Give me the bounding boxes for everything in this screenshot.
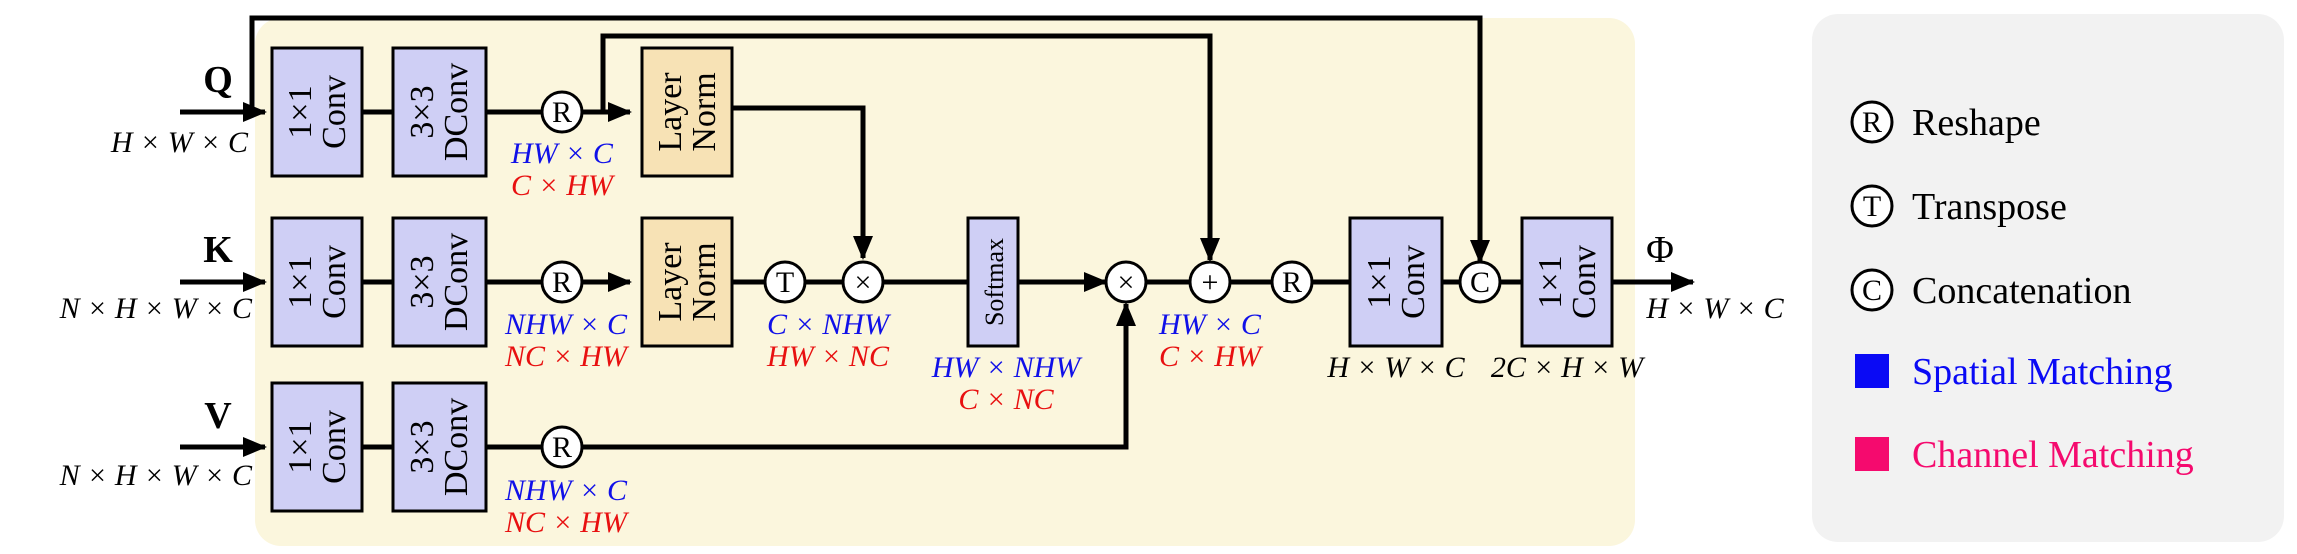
add-spatial-dim: HW × C	[1158, 308, 1262, 341]
qk-multiply-op: ×	[841, 260, 885, 304]
svg-text:3×3: 3×3	[404, 85, 441, 138]
svg-text:1×1: 1×1	[282, 420, 319, 473]
svg-text:C: C	[1862, 274, 1882, 307]
svg-text:Conv: Conv	[316, 245, 353, 319]
k-input-label: K	[203, 229, 233, 271]
svg-text:Channel Matching: Channel Matching	[1912, 434, 2194, 476]
output-dim: H × W × C	[1645, 292, 1784, 325]
svg-text:T: T	[1863, 190, 1881, 223]
svg-text:Conv: Conv	[316, 410, 353, 484]
svg-text:Concatenation: Concatenation	[1912, 270, 2131, 312]
v-reshape-op: R	[540, 425, 584, 469]
v-input-dim: N × H × W × C	[59, 459, 253, 492]
svg-text:R: R	[1282, 266, 1302, 299]
softmax-channel-dim: C × NC	[958, 383, 1054, 416]
attn-v-multiply-op: ×	[1104, 260, 1148, 304]
q-layernorm-block: Layer Norm	[640, 46, 734, 178]
k-reshape-channel-dim: NC × HW	[504, 340, 630, 373]
svg-text:3×3: 3×3	[404, 420, 441, 473]
svg-text:3×3: 3×3	[404, 255, 441, 308]
svg-text:1×1: 1×1	[282, 255, 319, 308]
concat-out-dim: 2C × H × W	[1491, 351, 1646, 384]
k-input-dim: N × H × W × C	[59, 292, 253, 325]
svg-text:Conv: Conv	[1395, 245, 1432, 319]
legend-item-concatenation: C Concatenation	[1850, 268, 2131, 312]
legend-item-transpose: T Transpose	[1850, 184, 2067, 228]
svg-text:DConv: DConv	[438, 398, 475, 496]
final-conv1x1-block: 1×1 Conv	[1520, 216, 1614, 348]
q-dconv-block: 3×3 DConv	[391, 46, 488, 178]
svg-text:1×1: 1×1	[1361, 255, 1398, 308]
svg-text:T: T	[776, 266, 794, 299]
legend: R Reshape T Transpose C Concatenation Sp…	[1850, 100, 2194, 476]
svg-text:Norm: Norm	[686, 242, 723, 321]
svg-text:Layer: Layer	[652, 242, 689, 322]
v-reshape-spatial-dim: NHW × C	[504, 474, 628, 507]
svg-text:Conv: Conv	[316, 75, 353, 149]
svg-text:Conv: Conv	[1566, 245, 1603, 319]
k-layernorm-block: Layer Norm	[640, 216, 734, 348]
residual-add-op: +	[1188, 260, 1232, 304]
k-reshape-spatial-dim: NHW × C	[504, 308, 628, 341]
connections	[180, 15, 1695, 457]
svg-text:DConv: DConv	[438, 63, 475, 161]
v-reshape-channel-dim: NC × HW	[504, 506, 630, 539]
k-conv1x1-block: 1×1 Conv	[270, 216, 364, 348]
output-label: Φ	[1646, 229, 1674, 271]
softmax-spatial-dim: HW × NHW	[931, 351, 1084, 384]
legend-panel	[1812, 14, 2284, 542]
add-channel-dim: C × HW	[1159, 340, 1264, 373]
svg-text:DConv: DConv	[438, 233, 475, 331]
svg-text:R: R	[552, 266, 572, 299]
q-reshape-spatial-dim: HW × C	[510, 137, 614, 170]
svg-text:Softmax: Softmax	[980, 238, 1009, 326]
transpose-channel-dim: HW × NC	[766, 340, 890, 373]
svg-text:Reshape: Reshape	[1912, 102, 2041, 144]
svg-text:1×1: 1×1	[282, 85, 319, 138]
q-input-dim: H × W × C	[110, 126, 249, 159]
q-reshape-channel-dim: C × HW	[511, 169, 616, 202]
out-conv1x1-block: 1×1 Conv	[1348, 216, 1444, 348]
svg-text:R: R	[552, 96, 572, 129]
v-dconv-block: 3×3 DConv	[391, 381, 488, 513]
legend-item-channel-matching: Channel Matching	[1855, 434, 2194, 476]
svg-text:R: R	[1862, 106, 1882, 139]
legend-item-reshape: R Reshape	[1850, 100, 2041, 144]
svg-text:×: ×	[855, 266, 872, 299]
q-input-label: Q	[203, 59, 233, 101]
conv-out-dim: H × W × C	[1326, 351, 1465, 384]
concat-op: C	[1458, 260, 1502, 304]
svg-text:C: C	[1470, 266, 1490, 299]
svg-text:Norm: Norm	[686, 72, 723, 151]
q-reshape-op: R	[540, 90, 584, 134]
v-input-label: V	[204, 395, 232, 437]
k-reshape-op: R	[540, 260, 584, 304]
svg-text:Spatial Matching: Spatial Matching	[1912, 351, 2173, 393]
transpose-spatial-dim: C × NHW	[767, 308, 892, 341]
transpose-op: T	[763, 260, 807, 304]
v-conv1x1-block: 1×1 Conv	[270, 381, 364, 513]
q-conv1x1-block: 1×1 Conv	[270, 46, 364, 178]
svg-text:Transpose: Transpose	[1912, 186, 2067, 228]
svg-text:1×1: 1×1	[1532, 255, 1569, 308]
svg-text:Layer: Layer	[652, 72, 689, 152]
k-dconv-block: 3×3 DConv	[391, 216, 488, 348]
legend-item-spatial-matching: Spatial Matching	[1855, 351, 2173, 393]
svg-text:R: R	[552, 431, 572, 464]
output-reshape-op: R	[1270, 260, 1314, 304]
softmax-block: Softmax	[966, 216, 1020, 348]
svg-text:×: ×	[1118, 266, 1135, 299]
svg-text:+: +	[1202, 266, 1219, 299]
